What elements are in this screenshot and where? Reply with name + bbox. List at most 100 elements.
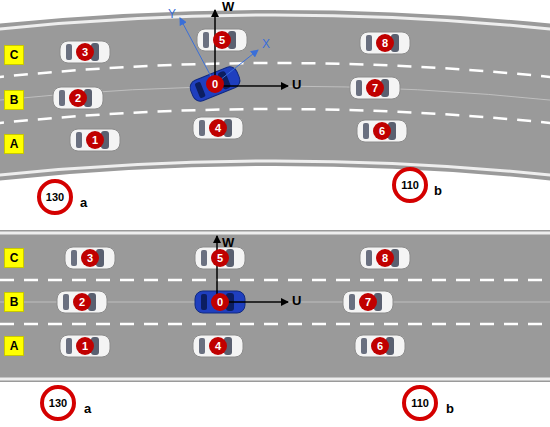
- car-rear-window: [59, 90, 65, 106]
- car-body: [343, 291, 393, 313]
- car-rear-window: [201, 250, 207, 266]
- diagram-label: a: [84, 402, 91, 415]
- car-rear-window: [71, 250, 77, 266]
- callout-number-text: 0: [217, 297, 223, 308]
- lane-marking: [0, 63, 550, 78]
- callout-number-text: 6: [379, 126, 385, 137]
- callout-number: 2: [69, 89, 87, 107]
- car-rear-window: [63, 294, 69, 310]
- speed-sign: 110: [402, 385, 438, 421]
- callout-number: 6: [373, 122, 391, 140]
- callout-number-text: 8: [382, 38, 388, 49]
- diagram-label: b: [446, 402, 454, 415]
- callout-number: 7: [359, 293, 377, 311]
- car-body: [60, 41, 110, 63]
- car-rear-window: [356, 80, 362, 96]
- lane-label-text: B: [10, 94, 19, 106]
- lane-label: B: [4, 292, 24, 312]
- car-rear-window: [366, 35, 372, 51]
- callout-number: 3: [81, 249, 99, 267]
- speed-sign: 110: [392, 167, 428, 203]
- diagram-label: W: [222, 236, 234, 249]
- car-body: [60, 335, 110, 357]
- car-body: [195, 247, 245, 269]
- car-rear-window: [76, 132, 82, 148]
- callout-number: 6: [371, 337, 389, 355]
- lane-label: A: [4, 336, 24, 356]
- car: [360, 32, 410, 54]
- car-body: [70, 129, 120, 151]
- car-body: [357, 120, 407, 142]
- callout-number-text: 2: [79, 297, 85, 308]
- lane-label: B: [4, 90, 24, 110]
- car-body: [197, 29, 247, 51]
- lane-label-text: A: [10, 138, 19, 150]
- lane-marking: [0, 109, 550, 124]
- speed-sign-text: 130: [49, 398, 67, 409]
- callout-number: 0: [206, 75, 224, 93]
- callout-number-text: 3: [82, 47, 88, 58]
- speed-sign-text: 110: [401, 180, 419, 191]
- callout-number-text: 4: [215, 341, 221, 352]
- car-body: [350, 77, 400, 99]
- diagram-label: a: [80, 196, 87, 209]
- callout-number: 4: [209, 337, 227, 355]
- callout-number-text: 1: [82, 341, 88, 352]
- callout-number: 4: [209, 119, 227, 137]
- lane-label: A: [4, 134, 24, 154]
- car: [60, 335, 110, 357]
- callout-number: 8: [376, 249, 394, 267]
- car: [60, 41, 110, 63]
- car-body: [65, 247, 115, 269]
- car-rear-window: [361, 338, 367, 354]
- callout-number-text: 5: [219, 35, 225, 46]
- car-rear-window: [66, 338, 72, 354]
- car-rear-window: [201, 294, 207, 310]
- lane-label: C: [4, 248, 24, 268]
- diagram-label: W: [222, 0, 234, 13]
- car-rear-window: [349, 294, 355, 310]
- callout-number-text: 2: [75, 93, 81, 104]
- callout-number-text: 0: [212, 79, 218, 90]
- callout-number-text: 5: [217, 253, 223, 264]
- car-body: [360, 32, 410, 54]
- car: [65, 247, 115, 269]
- road-edge: [0, 378, 550, 381]
- diagram-label: U: [292, 78, 301, 91]
- car-rear-window: [194, 81, 206, 98]
- callout-number-text: 1: [92, 135, 98, 146]
- car: [193, 335, 243, 357]
- car: [53, 87, 103, 109]
- road-edge: [0, 15, 550, 30]
- car-body: [53, 87, 103, 109]
- callout-number: 5: [213, 31, 231, 49]
- straight-road: [0, 230, 550, 382]
- car: [360, 247, 410, 269]
- y-axis: [180, 18, 215, 84]
- lane-label-text: A: [10, 340, 19, 352]
- callout-number: 5: [211, 249, 229, 267]
- car-rear-window: [366, 250, 372, 266]
- callout-number-text: 7: [365, 297, 371, 308]
- callout-number: 7: [366, 79, 384, 97]
- car-body: [57, 291, 107, 313]
- car-rear-window: [66, 44, 72, 60]
- axis-label: X: [262, 38, 270, 50]
- callout-number-text: 3: [87, 253, 93, 264]
- car: [197, 29, 247, 51]
- lane-label-text: C: [10, 49, 19, 61]
- diagram-label: b: [434, 184, 442, 197]
- car-rear-window: [363, 123, 369, 139]
- lane-marking: [0, 323, 550, 326]
- car-rear-window: [199, 338, 205, 354]
- w-axis: [216, 236, 218, 302]
- diagram-label: U: [292, 294, 301, 307]
- car-body: [355, 335, 405, 357]
- car: [57, 291, 107, 313]
- speed-sign-text: 130: [46, 192, 64, 203]
- callout-number-text: 8: [382, 253, 388, 264]
- callout-number: 1: [76, 337, 94, 355]
- car-body: [193, 117, 243, 139]
- road-edge: [0, 161, 550, 176]
